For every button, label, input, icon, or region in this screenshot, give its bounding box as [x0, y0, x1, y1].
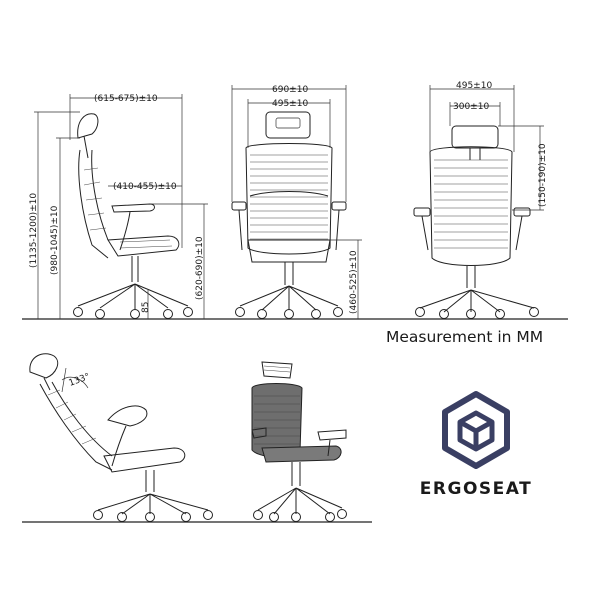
side-view-dimensions: [34, 94, 208, 319]
reclined-chair: [29, 353, 213, 522]
front-overall-width-dim: 690±10: [272, 85, 308, 95]
side-arm-height-dim: (620-690)±10: [195, 236, 205, 300]
side-base-clearance-dim: 85: [141, 302, 151, 313]
side-back-height-dim: (980-1045)±10: [50, 205, 60, 275]
rear-view-chair: [413, 125, 539, 319]
rear-view-dimensions: [429, 85, 544, 211]
front-seat-width-dim: 495±10: [272, 99, 308, 109]
front-view-dimensions: [231, 85, 362, 319]
three-quarter-view-chair: [251, 361, 347, 522]
front-view-chair: [231, 111, 347, 319]
measurement-caption: Measurement in MM: [386, 328, 543, 346]
brand-name: ERGOSEAT: [420, 479, 532, 499]
rear-headrest-width-dim: 300±10: [453, 102, 489, 112]
side-depth-dim: (615-675)±10: [94, 94, 158, 104]
side-view-chair: [73, 113, 193, 319]
recline-angle-label: 133°: [68, 372, 92, 389]
front-seat-height-dim: (460-525)±10: [349, 250, 359, 314]
side-armrest-dim: (410-455)±10: [113, 182, 177, 192]
side-total-height-dim: (1135-1200)±10: [29, 193, 39, 268]
rear-headrest-height-dim: (150-190)±10: [538, 143, 548, 207]
rear-overall-width-dim: 495±10: [456, 81, 492, 91]
hexagon-logo-icon: [442, 391, 510, 469]
ergoseat-logo: [442, 391, 510, 469]
